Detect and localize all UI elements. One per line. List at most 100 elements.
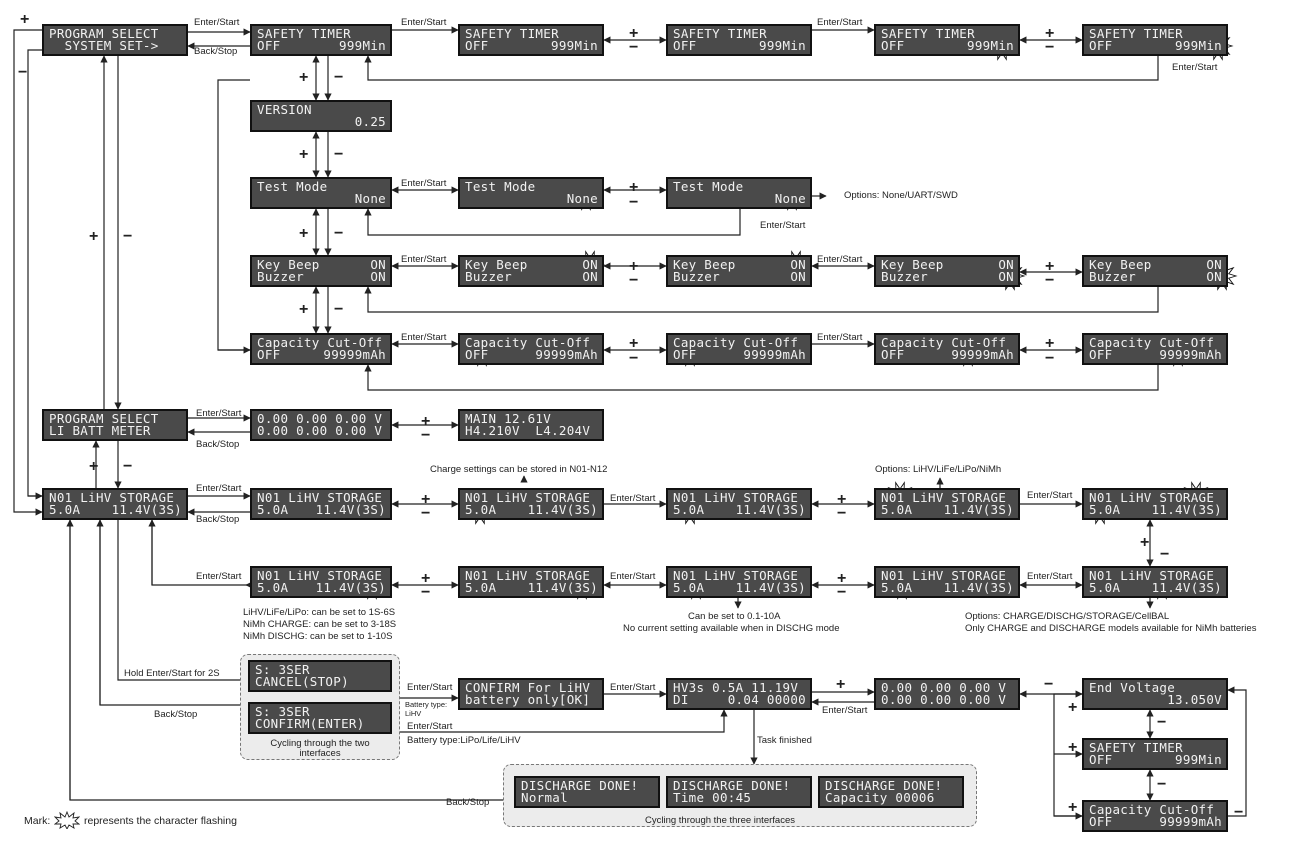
- plus-sign: +: [629, 179, 639, 196]
- minus-sign: −: [1234, 804, 1244, 821]
- note-battery-type-others: Battery type:LiPo/Life/LiHV: [407, 735, 521, 746]
- lcd-test-mode-1[interactable]: Test Mode None: [250, 177, 392, 209]
- legend-mark-prefix: Mark:: [24, 815, 51, 827]
- lcd-version[interactable]: VERSION 0.25: [250, 100, 392, 132]
- note-cell-count-2: NiMh CHARGE: can be set to 3-18S: [243, 619, 397, 630]
- label-enter-start: Enter/Start: [817, 332, 863, 343]
- plus-sign: +: [20, 11, 30, 28]
- label-enter-start: Enter/Start: [1027, 490, 1073, 501]
- lcd-discharge-done-time[interactable]: DISCHARGE DONE! Time 00:45: [666, 776, 812, 808]
- minus-sign: −: [1044, 676, 1054, 693]
- lcd-meter-cells-2[interactable]: 0.00 0.00 0.00 V 0.00 0.00 0.00 V: [874, 678, 1020, 710]
- lcd-discharge-done-capacity[interactable]: DISCHARGE DONE! Capacity 00006: [818, 776, 964, 808]
- note-test-mode-options: Options: None/UART/SWD: [844, 190, 958, 201]
- minus-sign: −: [334, 146, 344, 163]
- lcd-test-mode-3[interactable]: Test Mode None: [666, 177, 812, 209]
- label-back-stop: Back/Stop: [446, 797, 490, 808]
- caption-cycling-three: Cycling through the three interfaces: [645, 815, 795, 826]
- plus-sign: +: [837, 491, 847, 508]
- plus-sign: +: [421, 491, 431, 508]
- lcd-cancel-stop[interactable]: S: 3SER CANCEL(STOP): [248, 660, 392, 692]
- lcd-end-voltage[interactable]: End Voltage 13.050V: [1082, 678, 1228, 710]
- lcd-confirm-lihv[interactable]: CONFIRM For LiHV battery only[OK]: [458, 678, 604, 710]
- note-battery-type-options: Options: LiHV/LiFe/LiPo/NiMh: [875, 464, 1002, 475]
- connector-line: [117, 520, 249, 684]
- minus-sign: −: [334, 301, 344, 318]
- connector-line: [217, 79, 250, 351]
- minus-sign: −: [629, 272, 639, 289]
- label-enter-start: Enter/Start: [196, 571, 242, 582]
- minus-sign: −: [837, 584, 847, 601]
- plus-sign: +: [1068, 799, 1078, 816]
- connector-line: [364, 364, 1159, 391]
- minus-sign: −: [334, 69, 344, 86]
- lcd-test-mode-2[interactable]: Test Mode None: [458, 177, 604, 209]
- connector-line: [13, 29, 43, 516]
- lcd-program-select-li-meter[interactable]: PROGRAM SELECT LI BATT METER: [42, 409, 188, 441]
- connector-line: [1227, 686, 1247, 817]
- label-enter-start: Enter/Start: [196, 408, 242, 419]
- plus-sign: +: [1045, 335, 1055, 352]
- lcd-discharge-done-normal[interactable]: DISCHARGE DONE! Normal: [514, 776, 660, 808]
- label-enter-start: Enter/Start: [610, 571, 656, 582]
- minus-sign: −: [629, 350, 639, 367]
- caption-cycling-two: Cycling through the two interfaces: [270, 738, 370, 759]
- plus-sign: +: [1068, 699, 1078, 716]
- note-battery-type-lihv-1: Battery type:: [405, 700, 448, 709]
- label-back-stop: Back/Stop: [154, 709, 198, 720]
- note-hold-enter: Hold Enter/Start for 2S: [124, 668, 220, 679]
- plus-sign: +: [629, 258, 639, 275]
- plus-sign: +: [1140, 534, 1150, 551]
- plus-sign: +: [89, 458, 99, 475]
- minus-sign: −: [1045, 39, 1055, 56]
- plus-sign: +: [421, 570, 431, 587]
- minus-sign: −: [1160, 546, 1170, 563]
- minus-sign: −: [1157, 714, 1167, 731]
- label-enter-start: Enter/Start: [817, 254, 863, 265]
- lcd-meter-cells-1[interactable]: 0.00 0.00 0.00 V 0.00 0.00 0.00 V: [250, 409, 392, 441]
- label-enter-start: Enter/Start: [760, 220, 806, 231]
- label-back-stop: Back/Stop: [194, 46, 238, 57]
- note-charge-settings-stored: Charge settings can be stored in N01-N12: [430, 464, 608, 475]
- plus-sign: +: [299, 225, 309, 242]
- lcd-meter-main[interactable]: MAIN 12.61V H4.210V L4.204V: [458, 409, 604, 441]
- minus-sign: −: [1045, 350, 1055, 367]
- minus-sign: −: [629, 194, 639, 211]
- note-current-range: Can be set to 0.1-10A: [688, 611, 781, 622]
- lcd-program-select-system[interactable]: PROGRAM SELECT SYSTEM SET->: [42, 24, 188, 56]
- lcd-confirm-enter[interactable]: S: 3SER CONFIRM(ENTER): [248, 702, 392, 734]
- minus-sign: −: [1045, 272, 1055, 289]
- note-mode-options: Options: CHARGE/DISCHG/STORAGE/CellBAL: [965, 611, 1170, 622]
- label-enter-start: Enter/Start: [1027, 571, 1073, 582]
